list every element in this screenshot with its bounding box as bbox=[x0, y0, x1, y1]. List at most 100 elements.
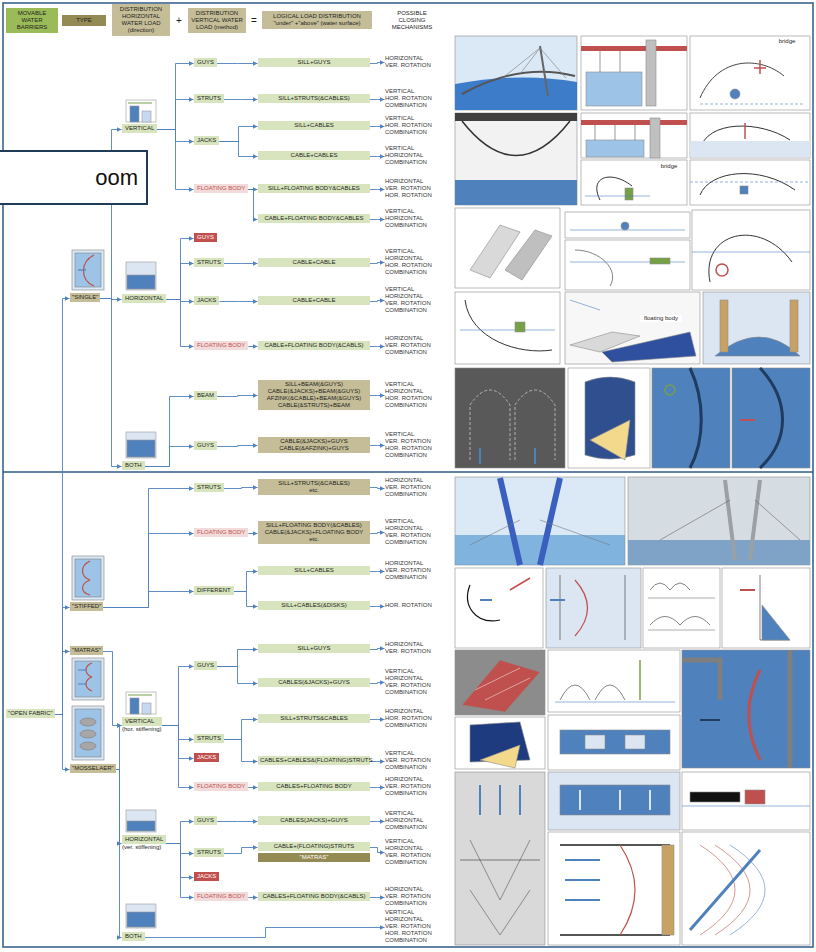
mechanism-list: VERTICALHORIZONTALVER. ROTATIONCOMBINATI… bbox=[385, 286, 439, 314]
node-text: VERTICAL bbox=[385, 286, 439, 293]
node-text: HORIZONTAL bbox=[385, 708, 439, 715]
node-text: JACKS bbox=[197, 137, 216, 144]
node-text: DISTRIBUTION HORIZONTAL WATER LOAD (dire… bbox=[114, 6, 168, 34]
direction-box: BOTH bbox=[122, 932, 145, 941]
node-text: HORIZONTAL bbox=[385, 477, 439, 484]
tree-connector bbox=[370, 488, 385, 489]
node-text: GUYS bbox=[197, 234, 214, 241]
tree-connector bbox=[234, 572, 258, 592]
node-text: CABLE+FLOATING BODY(&CABLS) bbox=[260, 342, 368, 349]
node-text: JACKS bbox=[197, 873, 216, 880]
tree-connector bbox=[162, 726, 194, 740]
node-text: "OPEN FABRIC" bbox=[8, 710, 53, 717]
node-text: VERTICAL bbox=[385, 208, 439, 215]
node-text: MOVABLE WATER BARRIERS bbox=[8, 10, 56, 31]
rejected-method-box: GUYS bbox=[194, 233, 217, 242]
mechanism-list: VERTICALHORIZONTALVER. ROTATIONCOMBINATI… bbox=[385, 668, 439, 696]
node-text: CABLE+FLOATING BODY&CABLES bbox=[260, 215, 368, 222]
tree-connector bbox=[370, 821, 385, 822]
tree-connector bbox=[224, 720, 258, 740]
method-box: STRUTS bbox=[194, 258, 224, 267]
node-text: CABLE+CABLE bbox=[260, 259, 368, 266]
node-text: SILL+BEAM(&GUYS) bbox=[260, 381, 368, 388]
tree-connector bbox=[370, 787, 385, 788]
tree-connector bbox=[145, 397, 194, 467]
node-text: VER. ROTATION bbox=[385, 783, 439, 790]
tree-connector bbox=[157, 130, 193, 190]
node-text: VER. ROTATION bbox=[385, 757, 439, 764]
node-text: VERTICAL bbox=[122, 717, 162, 726]
node-text: HORIZONTAL bbox=[385, 916, 439, 923]
node-text: VER. ROTATION bbox=[385, 185, 439, 192]
mechanism-list: HORIZONTALVER. ROTATION bbox=[385, 55, 439, 69]
node-text: COMBINATION bbox=[385, 402, 439, 409]
node-text: CABLE(&AFZINK)+GUYS bbox=[260, 445, 368, 452]
load-distribution-box: CABLES(JACKS)+GUYS bbox=[258, 816, 370, 825]
tree-connector bbox=[248, 787, 257, 788]
load-distribution-box: SILL+CABLES(&DISKS) bbox=[258, 601, 370, 610]
floating-method-box: FLOATING BODY bbox=[194, 528, 248, 537]
load-distribution-box: SILL+STRUTS&CABLES bbox=[258, 714, 370, 723]
node-text: FLOATING BODY bbox=[197, 185, 245, 192]
tree-connector bbox=[370, 719, 385, 720]
node-text: COMBINATION bbox=[385, 900, 439, 907]
node-text: COMBINATION bbox=[385, 222, 439, 229]
floating-method-box: FLOATING BODY bbox=[194, 892, 248, 901]
method-box: STRUTS bbox=[194, 94, 224, 103]
load-distribution-box: SILL+CABLES bbox=[258, 566, 370, 575]
node-text: VER. ROTATION bbox=[385, 300, 439, 307]
node-text: LOGICAL LOAD DISTRIBUTION "under" +"abov… bbox=[264, 13, 370, 27]
node-text: HORIZONTAL bbox=[385, 152, 439, 159]
tree-connector bbox=[370, 445, 385, 446]
node-text: HORIZONTAL bbox=[122, 835, 166, 844]
node-text: VERTICAL bbox=[385, 909, 439, 916]
tree-connector bbox=[224, 848, 258, 854]
node-text: HOR. ROTATION bbox=[385, 602, 439, 609]
node-text: GUYS bbox=[197, 662, 214, 669]
header-box: DISTRIBUTION VERTICAL WATER LOAD (method… bbox=[188, 8, 246, 33]
tree-connector bbox=[370, 346, 385, 347]
tree-connector bbox=[370, 761, 385, 762]
node-text: CABLES+CABLES&(FLOATING)STRUTS bbox=[260, 757, 368, 764]
node-text: HORIZONTAL bbox=[385, 845, 439, 852]
type-box: "STIFFED" bbox=[70, 602, 103, 611]
header-box: MOVABLE WATER BARRIERS bbox=[6, 8, 58, 33]
mechanism-list: VERTICALHOR. ROTATIONCOMBINATION bbox=[385, 88, 439, 109]
load-distribution-box: CABLE+(FLOATING)STRUTS bbox=[258, 842, 370, 851]
load-distribution-box: CABLE+FLOATING BODY(&CABLS) bbox=[258, 341, 370, 350]
tree-connector bbox=[248, 897, 257, 898]
mechanism-list: VERTICALHORIZONTALCOMBINATION bbox=[385, 208, 439, 229]
mechanism-list: VERTICALHORIZONTALVER. ROTATIONCOMBINATI… bbox=[385, 518, 439, 546]
method-box: JACKS bbox=[194, 136, 219, 145]
node-text: HOR. ROTATION bbox=[385, 192, 439, 199]
node-text: VER. ROTATION bbox=[385, 567, 439, 574]
node-text: VER. ROTATION bbox=[385, 532, 439, 539]
tree-connector bbox=[217, 650, 257, 667]
root-box: "OPEN FABRIC" bbox=[6, 709, 55, 718]
tree-connector bbox=[162, 726, 194, 759]
column-header: POSSIBLE CLOSING MECHANISMS bbox=[385, 10, 439, 31]
tree-connector bbox=[370, 126, 385, 127]
tree-connector bbox=[116, 770, 122, 844]
node-text: CABLES+FLOATING BODY bbox=[260, 783, 368, 790]
tree-connector bbox=[224, 99, 258, 100]
tree-connector bbox=[234, 592, 258, 607]
zoom-callout: oom bbox=[0, 150, 148, 205]
mechanism-list: VERTICALVER. ROTATIONCOMBINATION bbox=[385, 750, 439, 771]
direction-box: BOTH bbox=[122, 461, 145, 470]
node-text: COMBINATION bbox=[385, 307, 439, 314]
node-text: HORIZONTAL bbox=[385, 55, 439, 62]
tree-connector bbox=[162, 667, 194, 726]
mechanism-list: VERTICALHORIZONTALHOR. ROTATIONCOMBINATI… bbox=[385, 381, 439, 409]
tree-connector bbox=[55, 299, 70, 715]
load-distribution-box: CABLE+FLOATING BODY&CABLES bbox=[258, 214, 370, 223]
mechanism-list: HORIZONTALVER. ROTATIONCOMBINATION bbox=[385, 335, 439, 356]
node-text: COMBINATION bbox=[385, 764, 439, 771]
illustration-label: bridge bbox=[655, 163, 683, 170]
node-text: SILL+FLOATING BODY&CABLES bbox=[260, 185, 368, 192]
operator-sign: = bbox=[248, 15, 260, 26]
tree-connector bbox=[103, 652, 122, 726]
node-text: CABLE(&STRUTS)+BEAM bbox=[260, 402, 368, 409]
node-text: STRUTS bbox=[197, 484, 221, 491]
load-distribution-box: SILL+GUYS bbox=[258, 644, 370, 653]
